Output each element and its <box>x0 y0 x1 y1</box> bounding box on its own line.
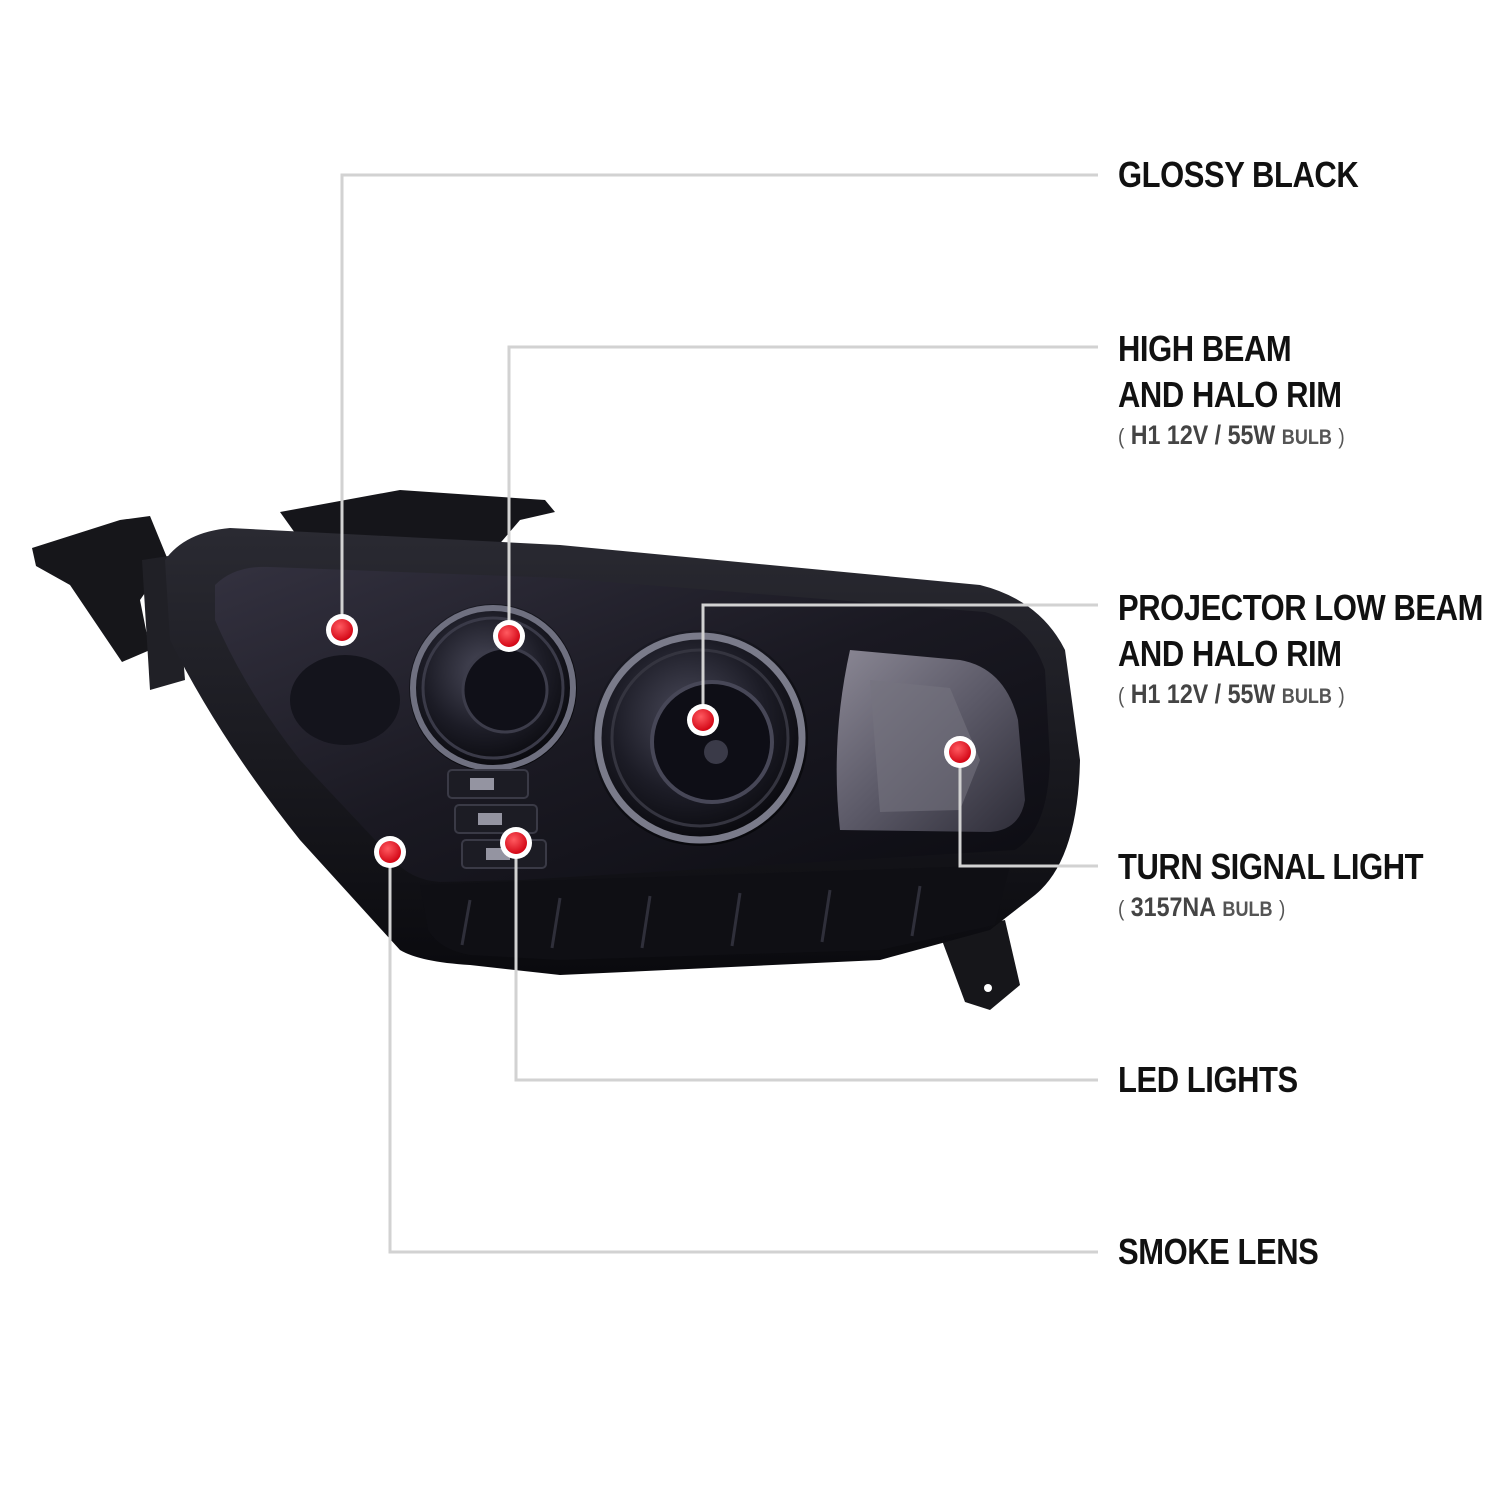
leader-low-beam <box>701 603 1098 720</box>
paren-open: ( <box>1118 424 1125 449</box>
paren-close: ) <box>1338 683 1345 708</box>
leader-glossy-black <box>340 173 1098 630</box>
callout-bulb-spec: ( 3157NA BULB ) <box>1118 890 1423 927</box>
bulb-unit-text: BULB <box>1281 426 1332 449</box>
callout-label-low-beam: PROJECTOR LOW BEAM AND HALO RIM ( H1 12V… <box>1118 585 1483 714</box>
callout-marker-dot <box>944 736 976 768</box>
leader-lines <box>340 173 1098 1254</box>
callout-bulb-spec: ( H1 12V / 55W BULB ) <box>1118 677 1483 714</box>
paren-open: ( <box>1118 896 1125 921</box>
bulb-spec-text: H1 12V / 55W <box>1130 679 1276 709</box>
paren-close: ) <box>1338 424 1345 449</box>
callout-title-line: LED LIGHTS <box>1118 1059 1298 1100</box>
callout-label-glossy-black: GLOSSY BLACK <box>1118 152 1359 198</box>
callout-title-line: PROJECTOR LOW BEAM <box>1118 587 1483 628</box>
callout-label-high-beam: HIGH BEAM AND HALO RIM ( H1 12V / 55W BU… <box>1118 326 1345 455</box>
callout-title-line: SMOKE LENS <box>1118 1231 1319 1272</box>
callout-marker-dot <box>326 614 358 646</box>
leader-high-beam <box>507 345 1098 636</box>
leader-turn-signal <box>958 752 1098 868</box>
paren-open: ( <box>1118 683 1125 708</box>
callout-bulb-spec: ( H1 12V / 55W BULB ) <box>1118 418 1345 455</box>
callout-label-turn-signal: TURN SIGNAL LIGHT ( 3157NA BULB ) <box>1118 844 1424 927</box>
callout-title-line: HIGH BEAM <box>1118 328 1292 369</box>
bulb-spec-text: H1 12V / 55W <box>1130 420 1276 450</box>
callout-marker-dot <box>493 620 525 652</box>
callout-title-line: AND HALO RIM <box>1118 633 1342 674</box>
callout-marker-dot <box>374 836 406 868</box>
headlight-assembly-image <box>32 490 1080 1010</box>
bulb-unit-text: BULB <box>1222 898 1273 921</box>
leader-smoke-lens <box>388 852 1098 1254</box>
callout-title-line: GLOSSY BLACK <box>1118 154 1359 195</box>
paren-close: ) <box>1279 896 1286 921</box>
bulb-unit-text: BULB <box>1281 685 1332 708</box>
callout-marker-dot <box>500 827 532 859</box>
callout-label-smoke-lens: SMOKE LENS <box>1118 1229 1319 1275</box>
leader-led-lights <box>514 843 1098 1082</box>
callout-marker-dot <box>687 704 719 736</box>
callout-title-line: TURN SIGNAL LIGHT <box>1118 846 1424 887</box>
callout-markers <box>326 614 976 868</box>
callout-title-line: AND HALO RIM <box>1118 374 1342 415</box>
bulb-spec-text: 3157NA <box>1130 892 1216 922</box>
callout-label-led-lights: LED LIGHTS <box>1118 1057 1298 1103</box>
